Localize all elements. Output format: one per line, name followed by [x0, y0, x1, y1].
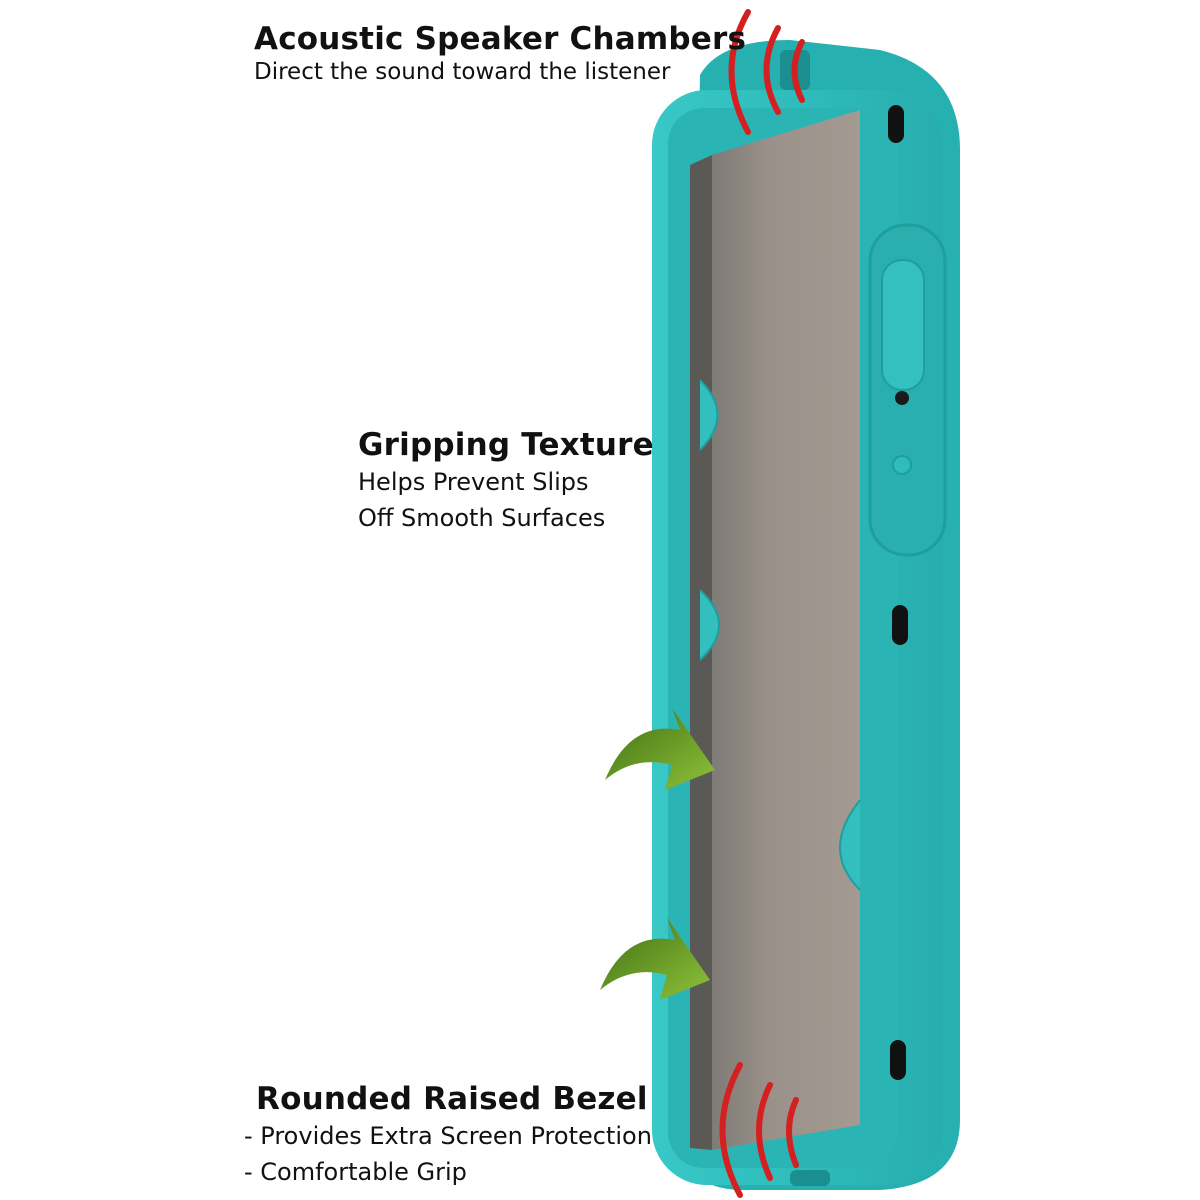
feature-speaker-chambers: Acoustic Speaker Chambers Direct the sou…: [254, 21, 747, 86]
sound-wave-icon: [719, 1062, 799, 1198]
grip-bump: [699, 589, 720, 661]
grip-bump: [839, 799, 861, 891]
feature-description-line: Helps Prevent Slips: [358, 467, 589, 496]
sound-wave-icon: [728, 9, 805, 135]
speaker-slot: [890, 1040, 906, 1080]
feature-description-line: - Comfortable Grip: [244, 1157, 467, 1186]
curved-arrow-icon: [605, 708, 715, 790]
volume-button: [881, 259, 925, 391]
tablet-screen: [712, 110, 860, 1150]
feature-description-line: - Provides Extra Screen Protection: [244, 1121, 652, 1150]
feature-description: Direct the sound toward the listener: [254, 58, 671, 85]
feature-title: Gripping Texture: [358, 427, 654, 463]
feature-description-line: Off Smooth Surfaces: [358, 503, 606, 532]
feature-gripping-texture: Gripping Texture Helps Prevent Slips Off…: [358, 427, 654, 536]
speaker-slot: [888, 105, 904, 143]
grip-bump: [699, 379, 719, 451]
speaker-slot: [790, 1170, 830, 1186]
camera-hole: [895, 391, 909, 405]
feature-title: Acoustic Speaker Chambers: [254, 21, 747, 57]
power-button: [892, 455, 912, 475]
feature-title: Rounded Raised Bezel: [256, 1081, 648, 1117]
feature-raised-bezel: Rounded Raised Bezel - Provides Extra Sc…: [244, 1081, 652, 1190]
speaker-slot: [892, 605, 908, 645]
curved-arrow-icon: [600, 918, 710, 1000]
